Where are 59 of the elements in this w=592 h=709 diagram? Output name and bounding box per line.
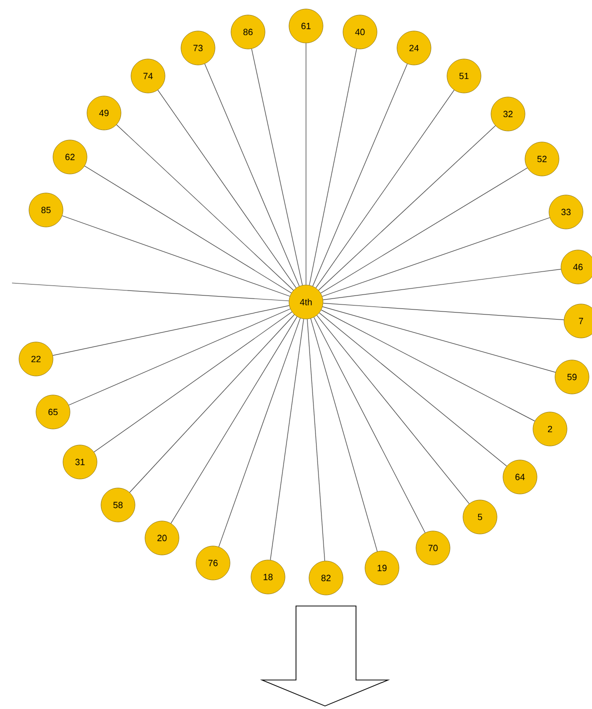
- connector-line: [306, 318, 326, 562]
- circle-node: 52: [524, 142, 560, 176]
- circle-node: 33: [548, 194, 584, 230]
- connector-line: [318, 125, 496, 291]
- circle-node: 40: [342, 14, 378, 50]
- circle-node: 58: [100, 488, 136, 522]
- connector-line: [204, 64, 300, 286]
- connector-line: [170, 316, 298, 524]
- circle-node: 2: [532, 412, 568, 446]
- connector-line: [320, 310, 536, 422]
- connector-line: [68, 308, 291, 406]
- circle-node: 49: [86, 96, 122, 130]
- circle-node: 20: [144, 520, 180, 556]
- connector-line: [52, 305, 290, 356]
- connector-line: [316, 315, 470, 504]
- circle-node: 4th: [288, 284, 324, 320]
- connector-line: [251, 48, 303, 286]
- connector-line: [319, 312, 507, 466]
- connector-line: [309, 48, 357, 286]
- circle-node: 73: [180, 30, 216, 66]
- connector-line: [310, 318, 378, 552]
- circle-node: 59: [554, 360, 590, 394]
- connector-line: [314, 316, 426, 534]
- circle-node: 64: [502, 460, 538, 494]
- circle-node: 18: [250, 560, 286, 594]
- circle-node: 86: [230, 14, 266, 50]
- circle-node: 70: [416, 530, 450, 566]
- circle-node: 24: [396, 30, 432, 66]
- connector-line: [129, 314, 295, 493]
- connector-line: [218, 318, 301, 548]
- connector-line: [322, 217, 550, 297]
- circle-node: 82: [308, 560, 344, 596]
- connector-line: [322, 306, 556, 373]
- circle-node: 61: [288, 8, 324, 44]
- connector-line: [316, 90, 454, 288]
- connector-line: [158, 90, 296, 288]
- circle-node: 62: [52, 140, 88, 174]
- connector-line: [94, 312, 292, 452]
- connector-line: [270, 318, 304, 560]
- circle-node: 51: [446, 58, 482, 94]
- connector-line: [320, 168, 528, 294]
- circle-node: 22: [18, 342, 54, 376]
- connector-line: [62, 215, 290, 297]
- circle-node: 85: [28, 192, 64, 228]
- circle-node: 76: [196, 546, 230, 580]
- connector-line: [84, 166, 292, 294]
- circle-node: 32: [490, 96, 526, 132]
- circle-node: 5: [462, 500, 498, 534]
- circle-node: 19: [364, 550, 400, 586]
- connector-line: [322, 268, 562, 300]
- circle-node: 74: [130, 58, 166, 94]
- circle-node: 65: [36, 394, 70, 430]
- connector-line: [312, 64, 408, 286]
- connector-line: [322, 302, 564, 320]
- connector-line: [12, 282, 290, 302]
- circle-node: 46: [560, 250, 592, 284]
- circle-node: 7: [564, 304, 592, 338]
- connector-line: [116, 124, 294, 291]
- circle-node: 31: [62, 444, 98, 480]
